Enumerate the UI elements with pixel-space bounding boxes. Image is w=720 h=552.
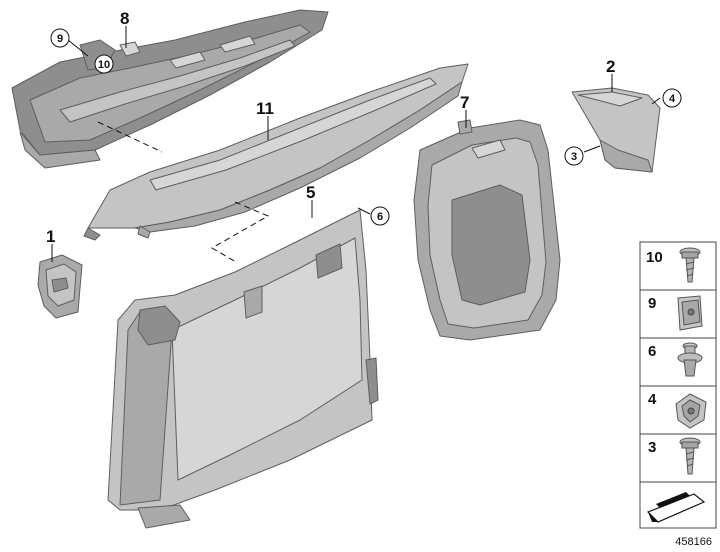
callout-3-circle: 3 (564, 146, 584, 166)
part-2-cover (571, 87, 661, 173)
svg-text:10: 10 (98, 59, 110, 71)
push-clip-icon (677, 342, 703, 377)
svg-text:4: 4 (669, 93, 676, 105)
nut-clip-icon (675, 393, 707, 429)
clip-nut-icon (677, 295, 703, 331)
diagram-number: 458166 (675, 536, 712, 548)
callout-2: 2 (606, 57, 615, 76)
part-5-lateral-trim (107, 209, 379, 529)
legend-label-4: 4 (648, 391, 657, 408)
callout-8: 8 (120, 9, 129, 28)
svg-text:9: 9 (57, 33, 63, 45)
callout-9-circle: 9 (50, 28, 70, 48)
callout-6-circle: 6 (370, 206, 390, 226)
leader-lines (51, 26, 661, 262)
legend-label-3: 3 (648, 439, 656, 456)
svg-text:6: 6 (377, 211, 383, 223)
part-7-arch-cover (413, 119, 561, 341)
part-11-upper-trim (83, 63, 469, 241)
legend-label-6: 6 (648, 343, 656, 360)
screw-icon (679, 247, 701, 283)
fastener-legend: 10 9 6 4 3 (639, 241, 717, 529)
legend-label-10: 10 (646, 249, 663, 266)
part-1-bracket (37, 254, 83, 319)
callout-4-circle: 4 (662, 88, 682, 108)
screw-icon (679, 437, 701, 475)
callout-10-circle: 10 (94, 54, 114, 74)
legend-label-9: 9 (648, 295, 656, 312)
callout-5: 5 (306, 183, 315, 202)
part-8-carrier (11, 9, 329, 169)
connection-lines (97, 121, 270, 263)
svg-text:3: 3 (571, 151, 577, 163)
callout-7: 7 (460, 93, 469, 112)
direction-arrow-icon (646, 492, 706, 523)
callout-11: 11 (256, 99, 274, 118)
callout-1: 1 (46, 227, 55, 246)
